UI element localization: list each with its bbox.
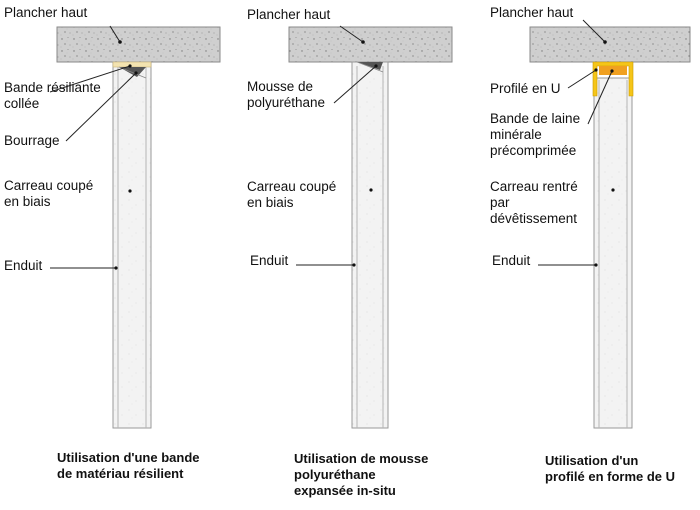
label-polyurethane-foam: Mousse de polyuréthane [247,79,326,110]
label-mineral-wool: Bande de laine minérale précomprimée [490,111,581,158]
label-tile: Carreau coupé en biais [247,179,337,210]
label-u-profile: Profilé en U [490,81,561,96]
leader-dot [361,40,365,44]
resilient-strip [112,61,152,68]
leader-dot [134,71,138,75]
caption: Utilisation d'une bande de matériau rési… [57,450,200,481]
leader-line [109,25,121,43]
leader-dot [114,266,118,270]
leader-dot [118,40,122,44]
leader-dot [369,188,373,192]
leader-line [567,69,597,89]
panel-polyurethane-foam [288,25,453,429]
leader-dot [603,40,607,44]
label-floor: Plancher haut [4,5,88,20]
leader-line [587,70,613,125]
label-floor: Plancher haut [490,5,574,20]
floor-slab [288,26,453,63]
leader-dot [594,68,598,72]
u-profile [592,61,634,97]
leader-line [582,19,606,43]
leader-dot [610,69,614,73]
leader-dot [128,189,132,193]
partition-wall [593,77,633,429]
leader-line [49,65,131,93]
leader-dot [594,263,598,267]
label-plaster: Enduit [492,253,531,268]
label-tile: Carreau rentré par dévêtissement [490,179,578,226]
leader-dot [128,64,132,68]
leader-dot [611,188,615,192]
label-plaster: Enduit [250,253,289,268]
leader-line [339,25,364,43]
floor-slab [56,26,221,63]
foam-joint [357,62,383,70]
caption: Utilisation d'un profilé en forme de U [545,453,676,484]
label-tile: Carreau coupé en biais [4,178,94,209]
floor-slab [529,26,691,63]
panel-resilient-strip [49,25,221,429]
label-floor: Plancher haut [247,7,331,22]
label-plaster: Enduit [4,258,43,273]
leader-dot [352,263,356,267]
tile-cut-line [356,61,384,73]
leader-dot [374,64,378,68]
panel-u-profile [529,19,691,429]
caption: Utilisation de mousse polyuréthane expan… [294,451,429,498]
partition-wall [112,61,152,429]
leader-line [333,65,377,104]
label-resilient-strip: Bande résiliante collée [4,80,101,111]
leader-line [65,72,137,142]
label-filling: Bourrage [4,133,60,148]
tile-cut-line [118,66,147,79]
partition-wall [351,61,389,429]
